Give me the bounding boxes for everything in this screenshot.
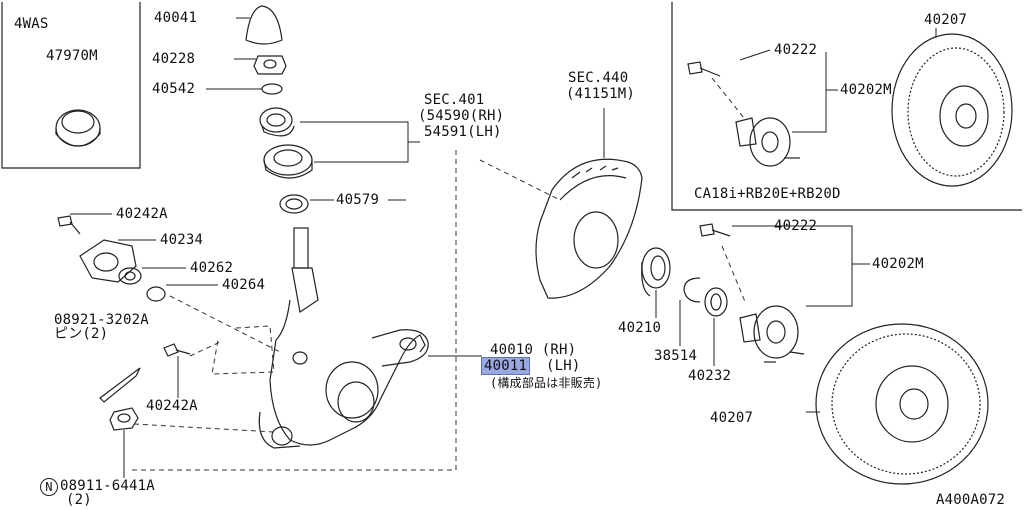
part-number-40242a-bottom[interactable]: 40242A [146,398,198,414]
part-number-08921[interactable]: 08921-3202A [54,312,149,328]
inset-4was-frame [1,2,141,169]
part-number-08911[interactable]: 08911-6441A [60,478,155,494]
inset-4was-title: 4WAS [14,16,49,32]
dust-cap-shape [245,5,283,45]
part-number-40234[interactable]: 40234 [160,232,204,248]
nut-qty-note: (2) [66,492,92,508]
rotor-upper-shape [891,33,1013,187]
part-number-40579[interactable]: 40579 [336,192,380,208]
part-number-40041[interactable]: 40041 [154,10,198,26]
diagram-id: A400A072 [936,492,1006,508]
part-number-40210[interactable]: 40210 [618,320,662,336]
part-40011-lh: (LH) [546,358,581,374]
part-number-38514[interactable]: 38514 [654,348,698,364]
spindle-shape [293,227,309,269]
part-number-40222-lower[interactable]: 40222 [774,218,818,234]
model-applicability-note: CA18i+RB20E+RB20D [694,186,841,202]
part-number-40228[interactable]: 40228 [152,51,196,67]
part-number-40542[interactable]: 40542 [152,81,196,97]
part-number-40264[interactable]: 40264 [222,277,266,293]
splash-shield-shape [535,158,643,299]
part-number-40207-upper[interactable]: 40207 [924,12,968,28]
part-number-40202m-lower[interactable]: 40202M [872,256,924,272]
part-number-40207-lower[interactable]: 40207 [710,410,754,426]
n-badge-icon: N [40,478,58,496]
not-sold-note: (構成部品は非販売) [490,376,603,390]
section-401-lh[interactable]: 54591(LH) [424,124,502,140]
part-number-40262[interactable]: 40262 [190,260,234,276]
inset-hub-frame [671,2,1022,211]
pin-qty-note: ピン(2) [54,326,109,342]
part-number-40222-upper[interactable]: 40222 [774,42,818,58]
part-number-40010-rh[interactable]: 40010 (RH) [490,342,577,358]
section-401-rh[interactable]: (54590(RH) [418,108,505,124]
section-440-part[interactable]: (41151M) [566,86,636,102]
part-number-40232[interactable]: 40232 [688,368,732,384]
part-number-40011-highlight[interactable]: 40011 [480,357,531,375]
section-401-ref[interactable]: SEC.401 [424,92,485,108]
part-number-40202m-upper[interactable]: 40202M [840,82,892,98]
part-number-47970m[interactable]: 47970M [46,48,98,64]
knuckle-body [269,299,426,446]
part-number-40242a-top[interactable]: 40242A [116,206,168,222]
section-440-ref[interactable]: SEC.440 [568,70,629,86]
rotor-lower-shape [815,323,989,485]
